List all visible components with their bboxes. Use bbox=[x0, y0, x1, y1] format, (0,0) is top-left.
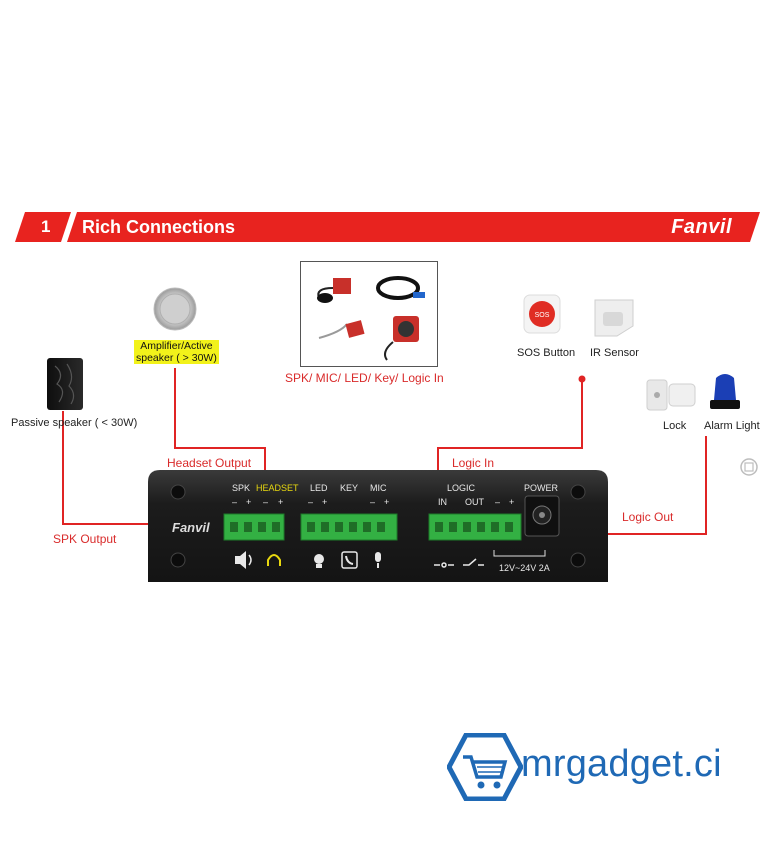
passive-speaker-label: Passive speaker ( < 30W) bbox=[11, 417, 138, 429]
polarity-4: + bbox=[278, 497, 283, 507]
svg-text:SOS: SOS bbox=[535, 312, 550, 319]
polarity-10: + bbox=[509, 497, 514, 507]
port-out: OUT bbox=[465, 497, 485, 507]
switch-out-icon bbox=[463, 558, 484, 566]
sos-button-label: SOS Button bbox=[517, 347, 576, 359]
lock-icon bbox=[646, 379, 696, 411]
banner-shape bbox=[15, 212, 760, 242]
svg-text:Fanvil: Fanvil bbox=[172, 520, 210, 535]
phone-key-icon bbox=[341, 551, 358, 569]
ir-sensor-label: IR Sensor bbox=[590, 347, 639, 359]
sos-button-icon: SOS bbox=[523, 294, 561, 334]
slide: 1 Rich Connections Fanvil Passive speake… bbox=[0, 198, 780, 582]
port-power: POWER bbox=[524, 483, 559, 493]
voltage-label: 12V~24V 2A bbox=[499, 563, 550, 573]
polarity-5: – bbox=[308, 497, 313, 507]
port-mic: MIC bbox=[370, 483, 387, 493]
polarity-1: – bbox=[232, 497, 237, 507]
cart-logo-icon bbox=[447, 733, 523, 801]
port-key: KEY bbox=[340, 483, 358, 493]
port-spk: SPK bbox=[232, 483, 250, 493]
section-number: 1 bbox=[41, 217, 51, 236]
accessories-box bbox=[300, 261, 438, 367]
share-badge-icon bbox=[740, 458, 758, 476]
passive-speaker-icon bbox=[47, 358, 83, 410]
switch-in-icon bbox=[434, 562, 454, 568]
bulb-icon bbox=[314, 554, 324, 568]
lock-label: Lock bbox=[663, 420, 687, 432]
ceiling-speaker-icon bbox=[153, 287, 197, 331]
intercom-device: Fanvil SPK HEADSET LED KEY MIC LOGIC POW… bbox=[148, 470, 608, 582]
port-led: LED bbox=[310, 483, 328, 493]
title-banner: 1 Rich Connections Fanvil bbox=[15, 212, 760, 242]
polarity-2: + bbox=[246, 497, 251, 507]
port-in: IN bbox=[438, 497, 447, 507]
section-title: Rich Connections bbox=[82, 217, 236, 237]
brand-logo: Fanvil bbox=[671, 216, 732, 238]
headphones-icon bbox=[267, 554, 281, 566]
accessories-icon bbox=[317, 276, 425, 361]
port-headset: HEADSET bbox=[256, 483, 299, 493]
spk-output-label: SPK Output bbox=[53, 532, 117, 546]
polarity-9: – bbox=[495, 497, 500, 507]
amplifier-label: Amplifier/Active speaker ( > 30W) bbox=[134, 340, 219, 364]
watermark-text: mrgadget.ci bbox=[521, 743, 722, 785]
polarity-3: – bbox=[263, 497, 268, 507]
ir-sensor-icon bbox=[594, 299, 634, 337]
headset-output-label: Headset Output bbox=[167, 456, 252, 470]
port-logic: LOGIC bbox=[447, 483, 476, 493]
logic-in-label: Logic In bbox=[452, 456, 495, 470]
alarm-light-label: Alarm Light bbox=[704, 420, 760, 432]
polarity-6: + bbox=[322, 497, 327, 507]
polarity-7: – bbox=[370, 497, 375, 507]
amplifier-label-line1: Amplifier/Active bbox=[140, 340, 213, 352]
amplifier-label-line2: speaker ( > 30W) bbox=[136, 352, 217, 364]
alarm-light-icon bbox=[710, 374, 740, 409]
microphone-icon bbox=[375, 552, 381, 568]
polarity-8: + bbox=[384, 497, 389, 507]
accessories-label: SPK/ MIC/ LED/ Key/ Logic In bbox=[285, 371, 444, 385]
logic-out-label: Logic Out bbox=[622, 510, 674, 524]
speaker-icon bbox=[235, 551, 246, 569]
